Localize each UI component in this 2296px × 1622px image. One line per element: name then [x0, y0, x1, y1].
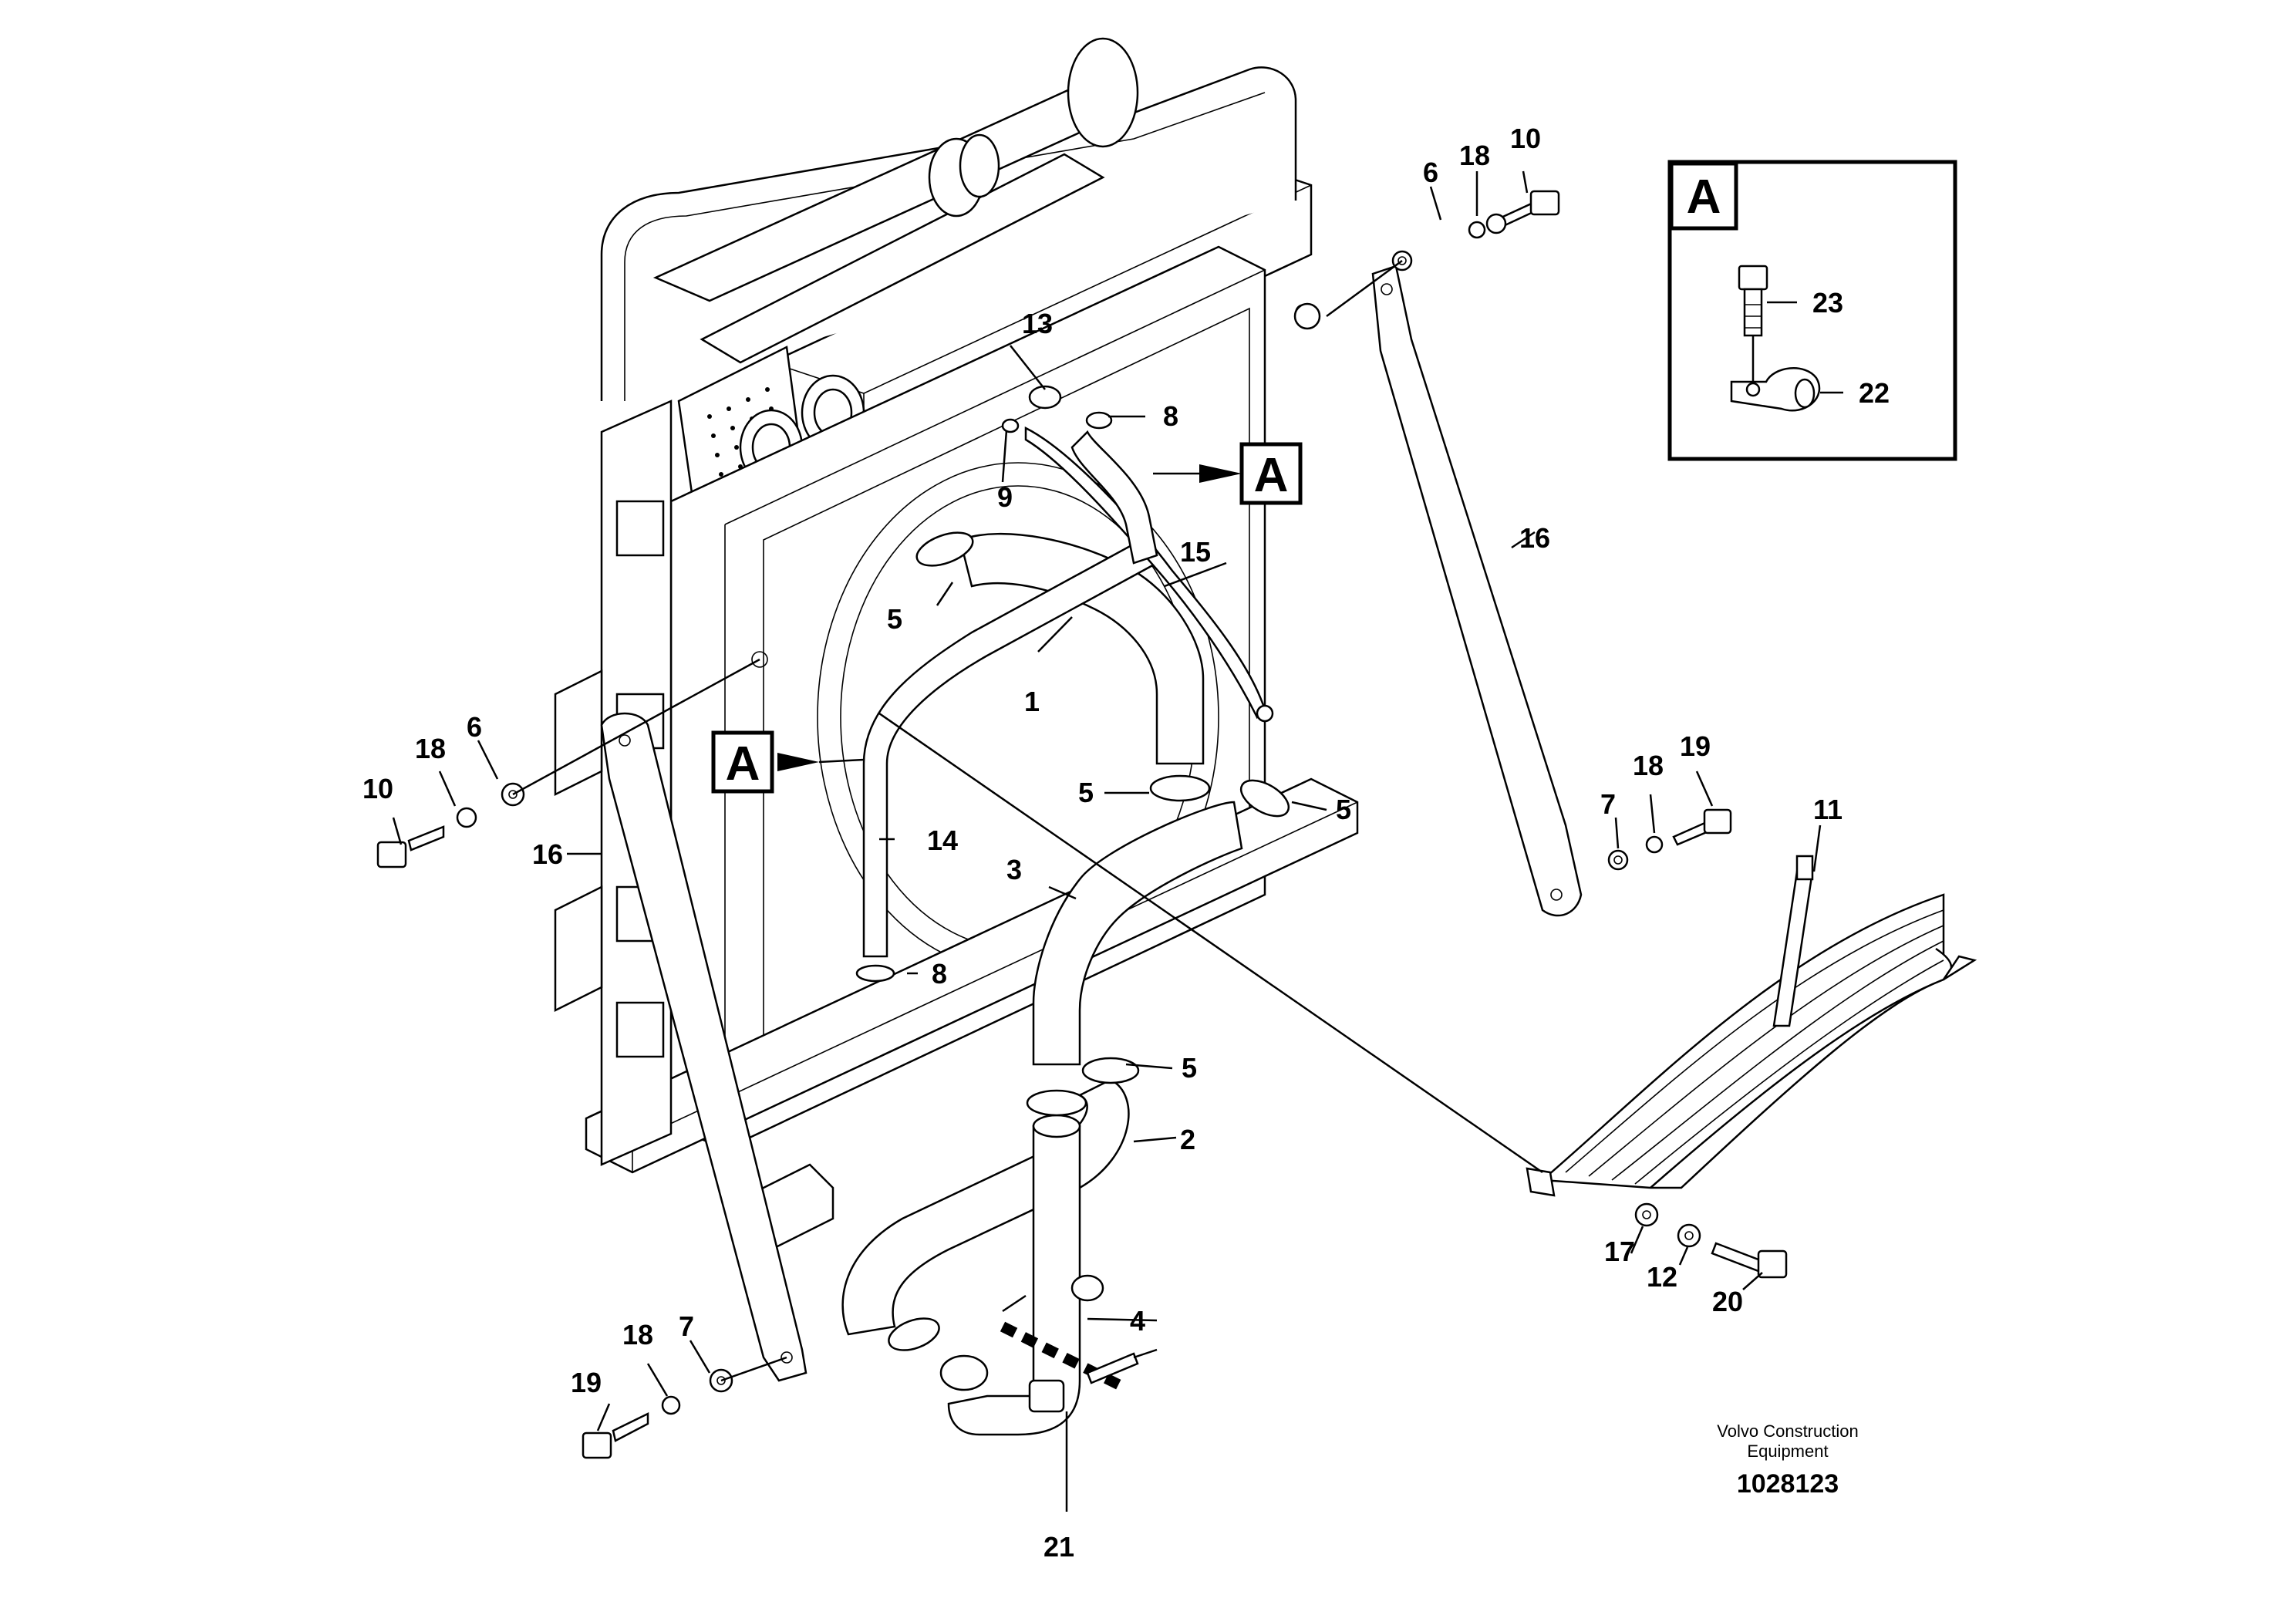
- fasteners-bottom-left: [582, 1356, 787, 1459]
- guard-11: [1526, 855, 1977, 1197]
- callout-19a: 19: [1680, 730, 1711, 762]
- callout-4: 4: [1130, 1305, 1145, 1337]
- callout-6b: 6: [467, 711, 482, 743]
- hose-3: [1032, 801, 1243, 1066]
- callout-18c: 18: [1633, 750, 1664, 781]
- callout-5a: 5: [887, 603, 902, 635]
- fasteners-bottom-right: [878, 712, 1788, 1279]
- callout-10b: 10: [362, 773, 393, 804]
- callout-23: 23: [1812, 287, 1843, 319]
- fasteners-left: [376, 658, 760, 868]
- leader-lines: [392, 170, 1843, 1512]
- callout-18b: 18: [415, 733, 446, 764]
- callout-16a: 16: [1519, 522, 1550, 554]
- drawing-number: 1028123: [1737, 1469, 1839, 1499]
- fasteners-right-mid: [1607, 808, 1732, 871]
- callout-14: 14: [927, 824, 958, 856]
- manufacturer-credit-line2: Equipment: [1747, 1442, 1828, 1461]
- bolt-21: [1028, 1348, 1158, 1413]
- pipe-4: [939, 1114, 1129, 1436]
- detail-view-a: [1667, 160, 1957, 461]
- callout-3: 3: [1006, 854, 1022, 885]
- callout-12: 12: [1647, 1261, 1677, 1293]
- callout-7b: 7: [679, 1310, 694, 1342]
- hose-8-upper: [1070, 430, 1158, 565]
- bolt-23: [1738, 265, 1768, 386]
- callout-21: 21: [1043, 1531, 1074, 1563]
- callout-5d: 5: [1182, 1052, 1197, 1084]
- callout-1: 1: [1024, 686, 1040, 717]
- callout-9: 9: [997, 481, 1013, 513]
- callout-5b: 5: [1078, 777, 1094, 808]
- brace-16-left: [600, 712, 807, 1382]
- callout-numbers: 1 2 3 4 5 5 5 5 6 6 7 7 8 8 9 10 10 11 1…: [362, 123, 1890, 1563]
- manufacturer-credit-line1: Volvo Construction: [1717, 1421, 1858, 1441]
- callout-18a: 18: [1459, 140, 1490, 171]
- brace-16-right: [1371, 265, 1583, 917]
- callout-5c: 5: [1336, 794, 1351, 825]
- callout-8a: 8: [1163, 400, 1178, 432]
- callout-8b: 8: [932, 958, 947, 990]
- clip-22: [1730, 367, 1821, 412]
- callout-11: 11: [1813, 794, 1843, 825]
- callout-2: 2: [1180, 1124, 1195, 1155]
- callout-10a: 10: [1510, 123, 1541, 154]
- detail-ref-a-upper-letter: A: [1254, 449, 1289, 502]
- detail-ref-a-upper: [1153, 442, 1303, 505]
- callout-7a: 7: [1600, 788, 1616, 820]
- callout-18d: 18: [622, 1319, 653, 1351]
- callout-15: 15: [1180, 536, 1211, 568]
- callout-6a: 6: [1423, 157, 1438, 188]
- callout-17: 17: [1604, 1236, 1635, 1267]
- callout-22: 22: [1859, 377, 1890, 409]
- callout-13: 13: [1022, 308, 1053, 339]
- detail-view-a-letter: A: [1687, 170, 1721, 224]
- detail-ref-a-lower: [711, 730, 865, 794]
- detail-ref-a-lower-letter: A: [726, 737, 760, 791]
- callout-19b: 19: [571, 1367, 602, 1398]
- hose-clamps: [855, 385, 1290, 1351]
- fasteners-top-right: [1326, 190, 1560, 318]
- callout-20: 20: [1712, 1286, 1743, 1317]
- callout-16b: 16: [532, 838, 563, 870]
